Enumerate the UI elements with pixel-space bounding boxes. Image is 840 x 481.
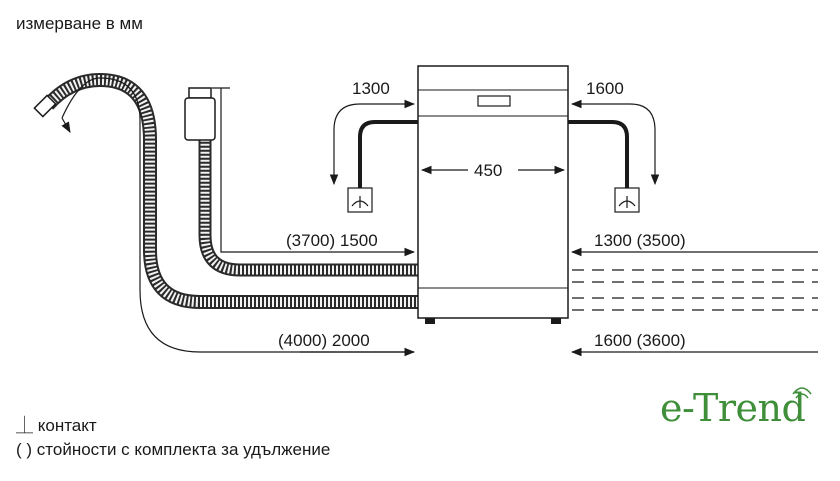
- socket-left-icon: [347, 187, 373, 213]
- power-reach-left: [329, 99, 416, 186]
- power-cable-left: [358, 120, 418, 188]
- dim-left-mid: (3700) 1500: [286, 231, 378, 250]
- extension-dashes: [572, 269, 818, 311]
- wifi-icon: [792, 387, 812, 399]
- power-reach-right: [570, 99, 660, 186]
- dim-right-mid: 1300 (3500): [594, 231, 686, 250]
- inlet-height-line: [220, 88, 416, 257]
- tap-connector-icon: [184, 87, 216, 141]
- paren-legend-label: стойности с комплекта за удължение: [36, 440, 331, 459]
- dim-left-bottom: (4000) 2000: [278, 331, 370, 350]
- dim-right-bottom: 1600 (3600): [594, 331, 686, 350]
- drain-reach-line: [61, 77, 414, 353]
- dishwasher-body: [417, 65, 569, 324]
- legend-extension: ( ) стойности с комплекта за удължение: [16, 440, 330, 460]
- inlet-hose: [198, 140, 418, 277]
- brand-logo: e-Trend: [660, 386, 806, 430]
- socket-legend-label: контакт: [37, 416, 97, 435]
- socket-right-icon: [614, 187, 640, 213]
- paren-legend-symbol: ( ): [16, 440, 33, 459]
- legend-socket: ⏊ контакт: [16, 416, 97, 436]
- dim-width: 450: [474, 161, 502, 180]
- units-caption: измерване в мм: [16, 14, 143, 33]
- drain-hook-icon: [33, 94, 57, 118]
- dim-left-top: 1300: [352, 79, 390, 98]
- dim-right-top: 1600: [586, 79, 624, 98]
- socket-legend-icon: ⏊: [16, 416, 33, 435]
- power-cable-right: [568, 120, 629, 188]
- drain-hose: [42, 72, 418, 309]
